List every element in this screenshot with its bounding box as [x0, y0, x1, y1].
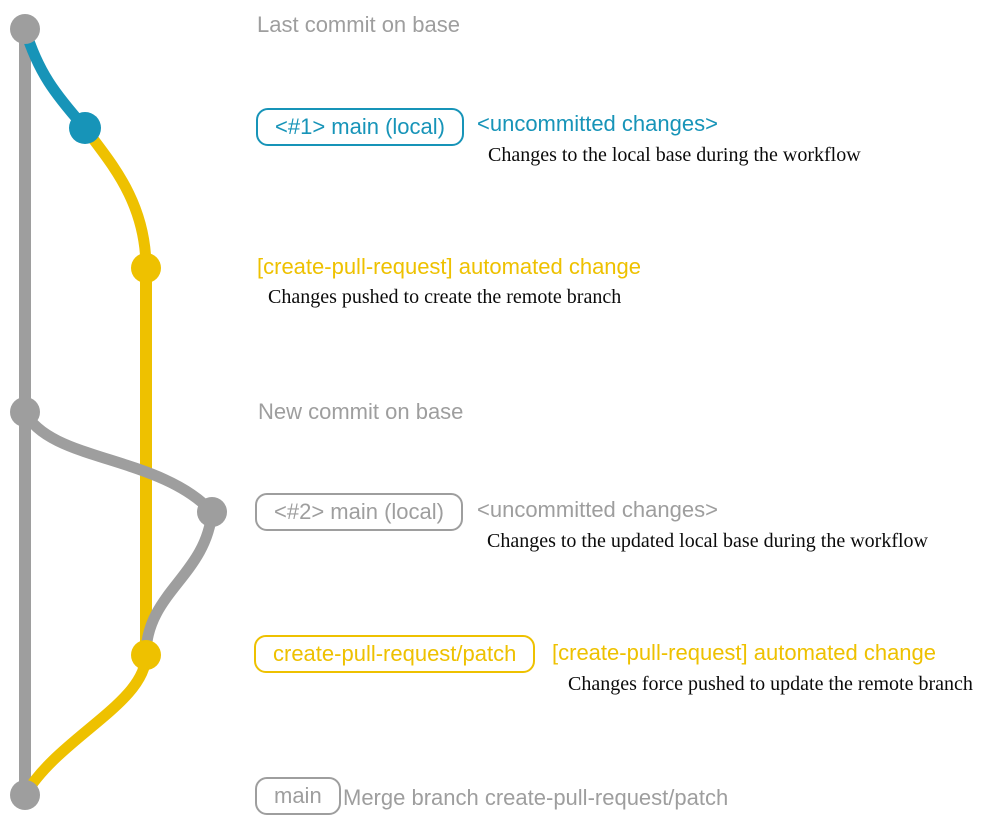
automated-change-caption-1: Changes pushed to create the remote bran… [268, 286, 622, 308]
updated-local-main-curve [20, 409, 217, 516]
new-commit-label: New commit on base [258, 399, 464, 424]
uncommitted-changes-headline-2: <uncommitted changes> [477, 497, 718, 522]
commit-node-new-base [10, 397, 40, 427]
merge-commit-label: Merge branch create-pull-request/patch [343, 785, 729, 810]
last-commit-label: Last commit on base [257, 12, 460, 37]
automated-change-caption-2: Changes force pushed to update the remot… [568, 673, 973, 695]
automated-change-headline-1: [create-pull-request] automated change [257, 254, 642, 279]
patch-branch-merge-curve [20, 654, 152, 798]
uncommitted-changes-caption-2: Changes to the updated local base during… [487, 530, 928, 552]
commit-node-last-base [10, 14, 40, 44]
commit-node-patch-1 [131, 253, 161, 283]
commit-node-local-2 [197, 497, 227, 527]
automated-change-headline-2: [create-pull-request] automated change [552, 640, 937, 665]
branch-badge-patch: create-pull-request/patch [254, 635, 536, 673]
commit-node-patch-2 [131, 640, 161, 670]
commit-node-local-1 [69, 112, 101, 144]
branch-badge-main: main [255, 777, 341, 815]
local-main-branch-curve [19, 27, 90, 132]
branch-badge-local-main-1: <#1> main (local) [256, 108, 464, 146]
branch-badge-local-main-2: <#2> main (local) [255, 493, 463, 531]
uncommitted-changes-caption-1: Changes to the local base during the wor… [488, 144, 861, 166]
patch-branch-out-curve [80, 124, 152, 269]
force-push-rebase-curve [140, 511, 218, 653]
commit-node-merge [10, 780, 40, 810]
uncommitted-changes-headline-1: <uncommitted changes> [477, 111, 718, 136]
